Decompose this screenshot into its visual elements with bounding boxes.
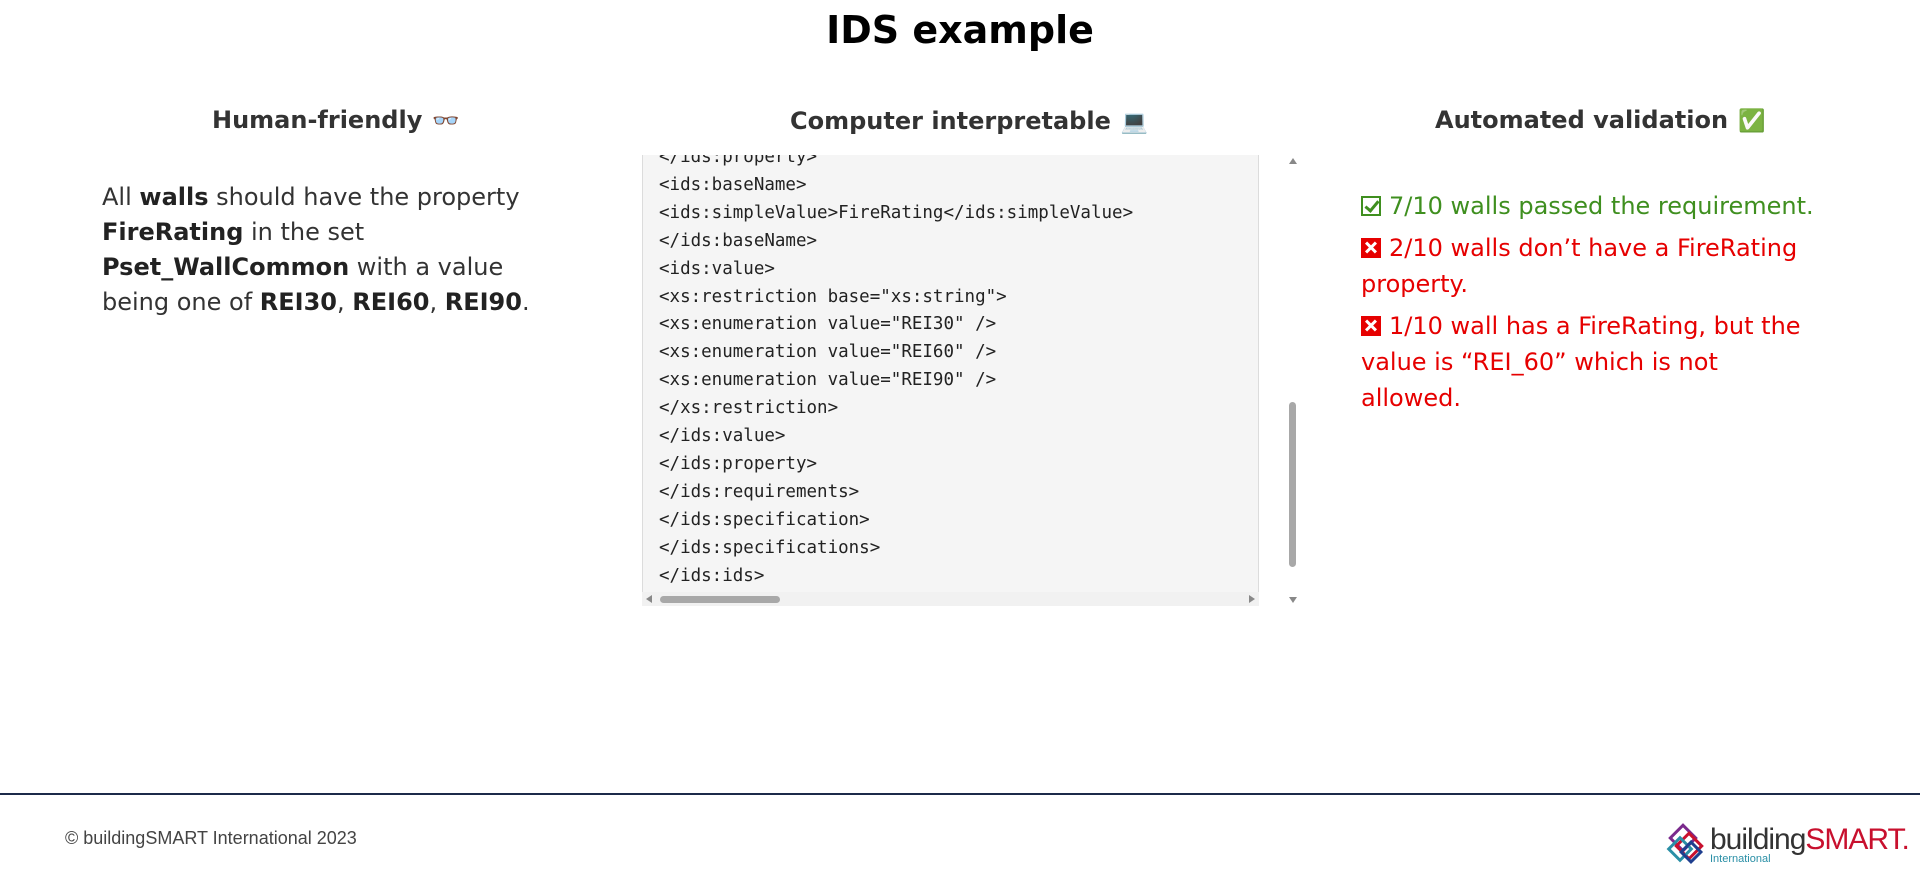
code-line: </ids:value>	[659, 426, 786, 447]
code-line: </ids:property>	[659, 453, 818, 474]
code-line: <xs:restriction base="xs:string">	[659, 286, 1007, 307]
checkbox-checked-icon	[1361, 196, 1381, 216]
code-listing: </ids:property> <ids:baseName> <ids:simp…	[659, 155, 1133, 591]
code-line: <xs:enumeration value="REI30" />	[659, 314, 997, 335]
bold-term-firerating: FireRating	[102, 218, 244, 246]
bold-term-pset: Pset_WallCommon	[102, 253, 350, 281]
validation-text: 1/10 wall has a FireRating, but the valu…	[1361, 312, 1801, 412]
vertical-scroll-thumb[interactable]	[1289, 402, 1296, 567]
laptop-icon: 💻	[1120, 110, 1149, 135]
scroll-left-arrow-icon[interactable]	[646, 595, 652, 603]
code-box[interactable]: </ids:property> <ids:baseName> <ids:simp…	[642, 155, 1259, 592]
glasses-icon: 👓	[432, 109, 460, 134]
text-span: should have the property	[208, 183, 520, 211]
logo-subtitle: International	[1710, 853, 1771, 865]
buildingsmart-logo-mark-icon	[1666, 823, 1704, 865]
text-span: in the set	[243, 218, 365, 246]
scroll-up-arrow-icon[interactable]	[1289, 158, 1297, 164]
code-line: </ids:property>	[659, 155, 818, 167]
bold-term-rei30: REI30	[259, 288, 337, 316]
column-title-computer-interpretable: Computer interpretable 💻	[790, 107, 1148, 135]
column-title-label: Computer interpretable	[790, 107, 1111, 135]
code-line: </ids:ids>	[659, 565, 765, 586]
validation-item-passed: 7/10 walls passed the requirement.	[1361, 188, 1821, 224]
scroll-down-arrow-icon[interactable]	[1289, 597, 1297, 603]
text-span: .	[521, 288, 530, 316]
column-title-label: Automated validation	[1435, 106, 1729, 134]
buildingsmart-logo: buildingSMART. International	[1666, 823, 1910, 867]
code-line: </xs:restriction>	[659, 398, 839, 419]
code-line: <ids:baseName>	[659, 174, 807, 195]
code-line: </ids:requirements>	[659, 481, 860, 502]
vertical-scrollbar[interactable]	[1286, 155, 1300, 606]
text-span: All	[102, 183, 140, 211]
horizontal-scrollbar[interactable]	[642, 592, 1259, 606]
page-title: IDS example	[826, 8, 1094, 52]
bold-term-rei60: REI60	[352, 288, 430, 316]
code-line: <xs:enumeration value="REI60" />	[659, 342, 997, 363]
check-mark-icon: ✅	[1738, 109, 1766, 134]
code-line: <ids:simpleValue>FireRating</ids:simpleV…	[659, 202, 1134, 223]
cross-mark-icon	[1361, 238, 1381, 258]
human-friendly-text: All walls should have the property FireR…	[102, 180, 542, 320]
bold-term-walls: walls	[139, 183, 209, 211]
code-line: <ids:value>	[659, 258, 775, 279]
logo-wordmark: buildingSMART.	[1710, 823, 1910, 857]
validation-item-failed: 1/10 wall has a FireRating, but the valu…	[1361, 308, 1821, 416]
logo-word-building: building	[1710, 823, 1806, 856]
logo-word-smart: SMART.	[1805, 823, 1909, 856]
scroll-right-arrow-icon[interactable]	[1249, 595, 1255, 603]
bold-term-rei90: REI90	[444, 288, 522, 316]
code-line: <xs:enumeration value="REI90" />	[659, 370, 997, 391]
text-span: ,	[429, 288, 445, 316]
column-title-human-friendly: Human-friendly 👓	[212, 106, 460, 134]
cross-mark-icon	[1361, 316, 1381, 336]
code-viewer[interactable]: </ids:property> <ids:baseName> <ids:simp…	[642, 155, 1300, 606]
validation-results: 7/10 walls passed the requirement. 2/10 …	[1361, 188, 1821, 422]
text-span: with a value being one of	[102, 253, 504, 316]
text-span: ,	[337, 288, 353, 316]
horizontal-scroll-thumb[interactable]	[660, 596, 780, 603]
footer-copyright: © buildingSMART International 2023	[65, 828, 357, 848]
column-title-label: Human-friendly	[212, 106, 423, 134]
footer-divider	[0, 793, 1920, 795]
code-line: </ids:specifications>	[659, 537, 881, 558]
validation-item-failed: 2/10 walls don’t have a FireRating prope…	[1361, 230, 1821, 302]
validation-text: 2/10 walls don’t have a FireRating prope…	[1361, 234, 1798, 298]
validation-text: 7/10 walls passed the requirement.	[1389, 192, 1814, 220]
code-line: </ids:baseName>	[659, 230, 818, 251]
column-title-automated-validation: Automated validation ✅	[1435, 106, 1765, 134]
code-line: </ids:specification>	[659, 509, 870, 530]
